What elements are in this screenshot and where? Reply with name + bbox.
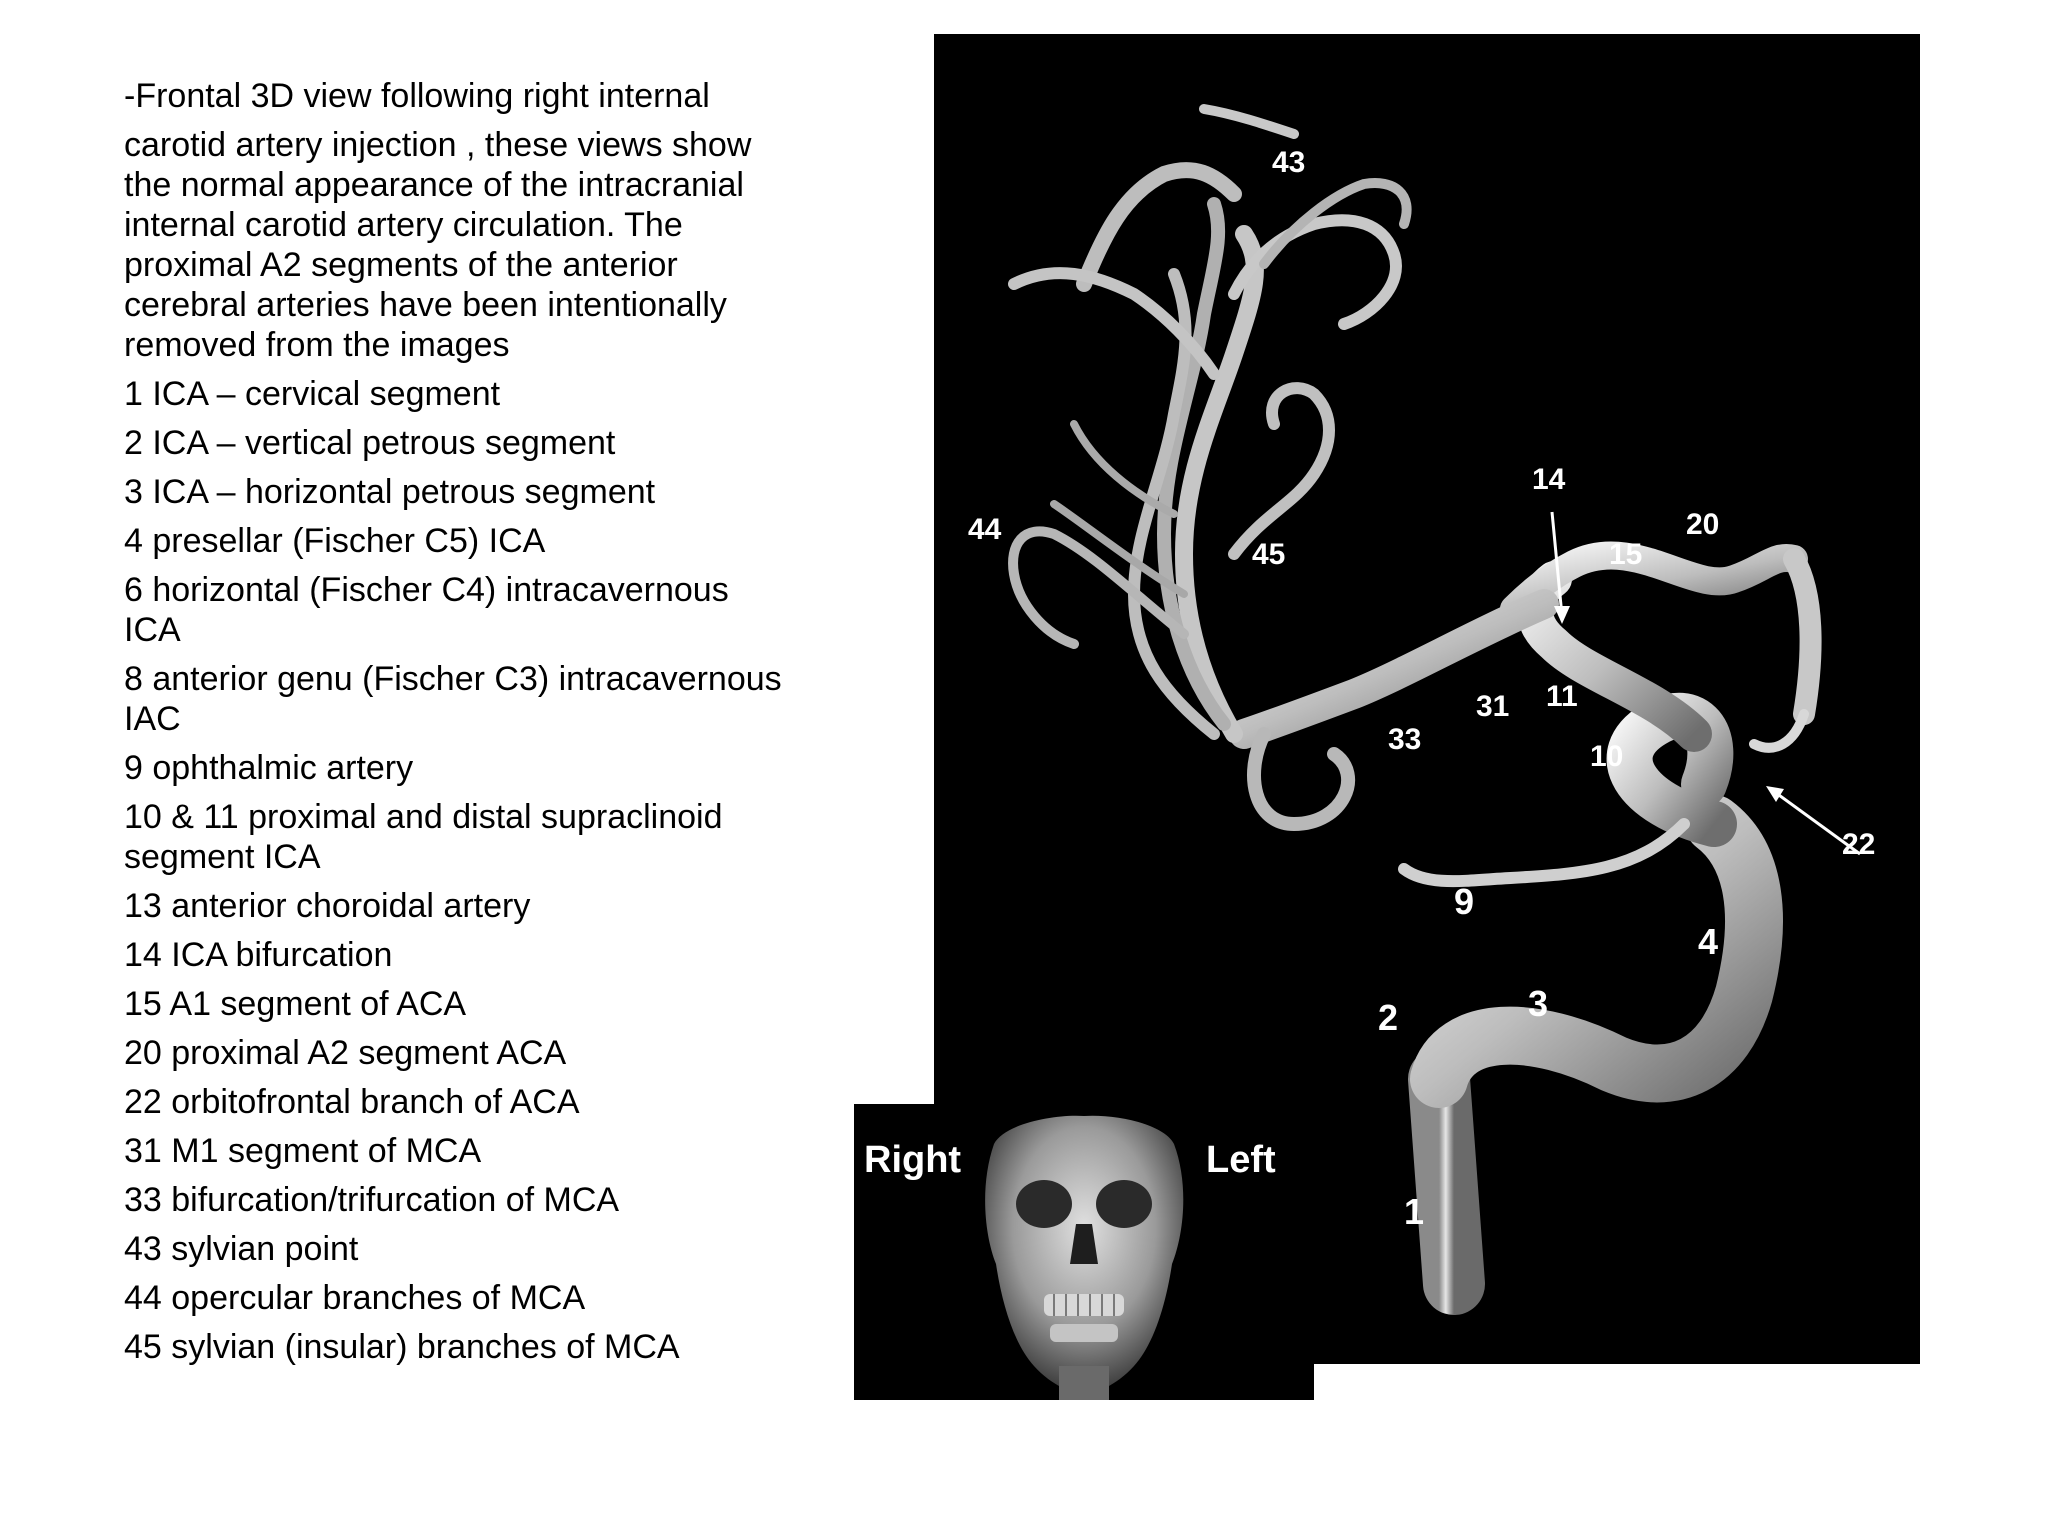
label-22: 22 [1842,828,1875,861]
left-orbit [1096,1180,1152,1228]
legend-item: 2 ICA – vertical petrous segment [124,424,616,462]
label-1: 1 [1404,1191,1424,1232]
label-14: 14 [1532,463,1566,496]
opercular-branch-44b [1050,500,1188,598]
label-4: 4 [1698,921,1718,962]
label-33: 33 [1388,723,1421,756]
legend-item: 22 orbitofrontal branch of ACA [124,1083,580,1121]
intro-paragraph: carotid artery injection , these views s… [124,126,752,364]
legend-item: 15 A1 segment of ACA [124,985,467,1023]
arrow-22-line [1771,788,1861,856]
label-15: 15 [1609,538,1642,571]
label-20: 20 [1686,508,1719,541]
legend-item: 13 anterior choroidal artery [124,887,531,925]
insular-branch-3 [1127,268,1220,740]
opercular-branch-44a [1008,526,1189,649]
insular-branch-1 [1174,225,1264,743]
legend-item: 8 anterior genu (Fischer C3) intracavern… [124,660,782,738]
label-31: 31 [1476,690,1509,723]
insular-branch-2 [1156,197,1231,731]
inset-label-left: Left [1206,1139,1276,1181]
skull-rendering: Right Left [864,1115,1276,1400]
nasal-cavity [1070,1224,1098,1264]
ophthalmic-artery-vessel [1398,818,1690,888]
right-orbit [1016,1180,1072,1228]
label-44: 44 [968,513,1002,546]
opercular-branch-2 [1199,104,1299,139]
legend-item: 33 bifurcation/trifurcation of MCA [124,1181,620,1219]
legend-item: 45 sylvian (insular) branches of MCA [124,1328,680,1366]
label-10: 10 [1590,740,1623,773]
petrous-ica-vessel [1410,795,1783,1108]
opercular-branch-44c [1070,420,1178,518]
label-43: 43 [1272,146,1305,179]
arrow-14-line [1550,511,1564,617]
opercular-branch-top [1076,162,1242,292]
arrow-14-head [1554,606,1570,624]
legend-item: 6 horizontal (Fischer C4) intracavernous… [124,571,729,649]
upper-teeth [1044,1294,1124,1316]
insular-branch-4 [1228,382,1335,560]
label-45: 45 [1252,538,1285,571]
legend-item: 4 presellar (Fischer C5) ICA [124,522,546,560]
lower-teeth [1050,1324,1118,1342]
legend-item: 43 sylvian point [124,1230,359,1268]
neck [1059,1366,1109,1400]
legend-item: 20 proximal A2 segment ACA [124,1034,567,1072]
legend-item: 14 ICA bifurcation [124,936,393,974]
label-9: 9 [1454,881,1474,922]
opercular-branch-1 [1008,267,1220,380]
mca-bifurcation-vessel [1247,727,1356,832]
label-3: 3 [1528,983,1548,1024]
sylvian-point-loop [1228,214,1402,330]
intro-line: -Frontal 3D view following right interna… [124,77,710,115]
legend-list: 1 ICA – cervical segment 2 ICA – vertical… [124,374,784,1367]
label-2: 2 [1378,997,1398,1038]
inset-label-right: Right [864,1139,961,1181]
label-11: 11 [1546,680,1578,713]
legend-item: 1 ICA – cervical segment [124,375,501,413]
legend-item: 3 ICA – horizontal petrous segment [124,473,656,511]
orbitofrontal-vessel [1749,709,1809,753]
sylvian-loop-2 [1259,178,1412,269]
legend-item: 31 M1 segment of MCA [124,1132,482,1170]
arrow-22-head [1766,786,1784,802]
description-column: -Frontal 3D view following right interna… [124,76,784,1376]
orientation-inset: Right Left [854,1104,1314,1400]
legend-item: 44 opercular branches of MCA [124,1279,586,1317]
legend-item: 9 ophthalmic artery [124,749,414,787]
m1-mca-vessel [1229,589,1559,749]
legend-item: 10 & 11 proximal and distal supraclinoid… [124,798,723,876]
a2-aca-vessel [1783,548,1822,725]
a1-aca-vessel [1500,541,1808,623]
vessel-rendering: 43 44 45 14 15 20 31 11 33 10 22 9 4 3 2… [968,104,1875,1315]
cervical-ica-vessel [1408,1048,1485,1315]
